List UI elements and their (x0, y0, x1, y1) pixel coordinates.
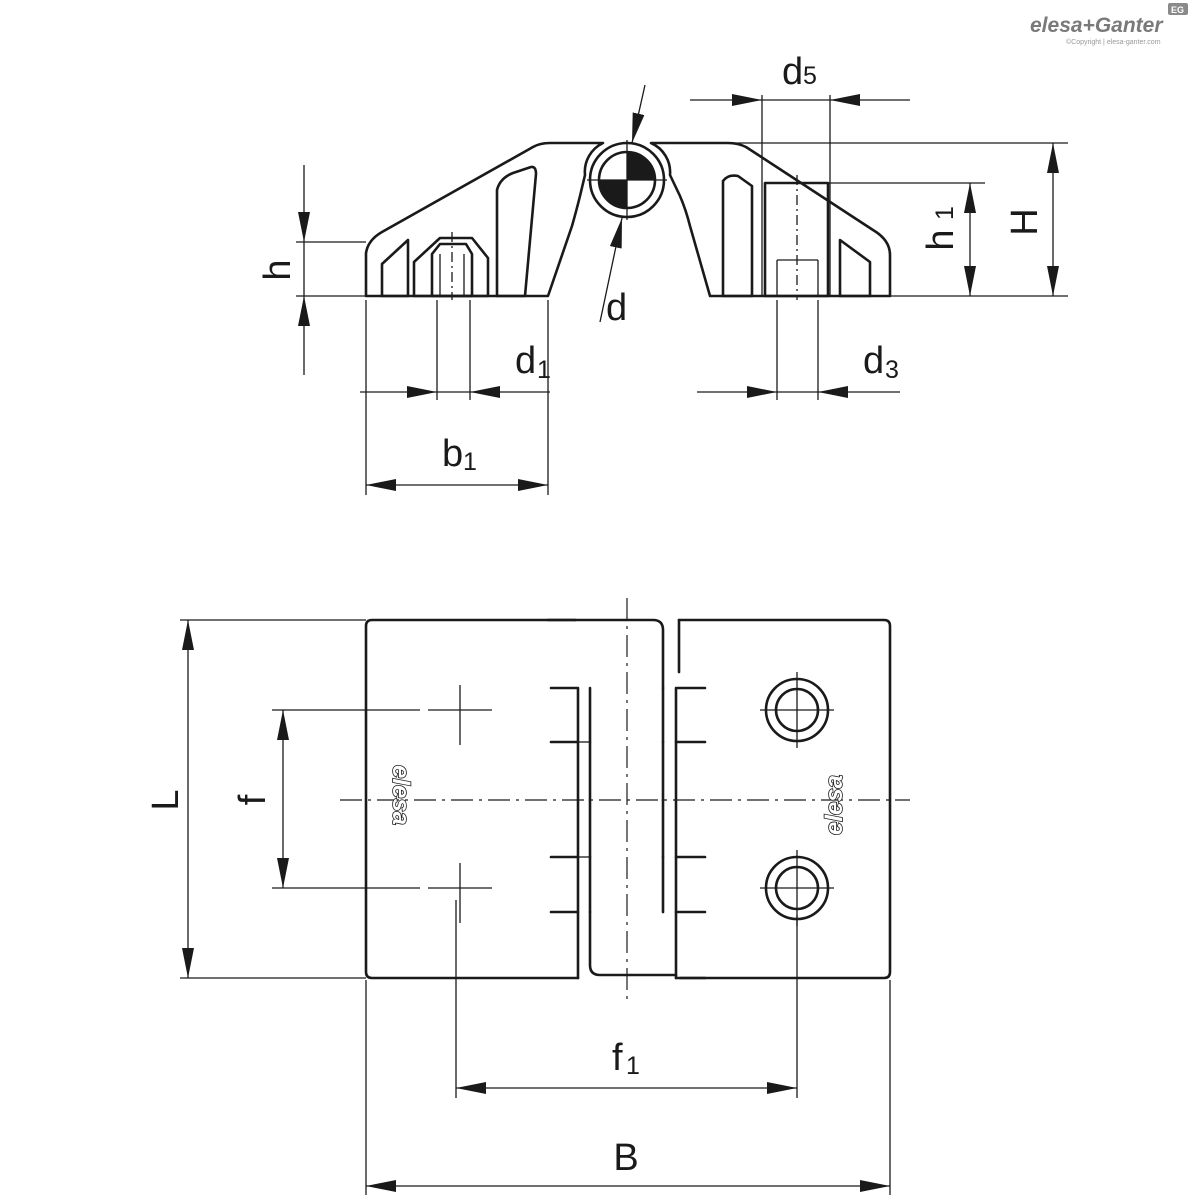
svg-text:L: L (145, 789, 187, 810)
right-leaf-section (649, 141, 892, 298)
svg-text:f: f (232, 794, 274, 805)
label-d: d (606, 287, 627, 329)
svg-text:b: b (442, 433, 463, 475)
knuckle-5 (588, 910, 678, 977)
left-leaf-plan (364, 618, 580, 980)
svg-text:h: h (920, 229, 962, 250)
knuckle-2 (588, 686, 665, 744)
label-b1: b 1 (442, 433, 477, 476)
label-f: f (232, 794, 274, 805)
left-leaf-section (364, 141, 605, 298)
label-h: h (257, 259, 299, 280)
knuckle-3 (588, 740, 665, 859)
svg-text:1: 1 (626, 1052, 640, 1080)
svg-text:elesa: elesa (387, 765, 414, 825)
left-cavity (380, 238, 410, 298)
knuckle-1 (573, 618, 665, 690)
left-insert-pocket (412, 236, 490, 298)
top-dimensions: d 5 H h 1 h d d 1 (257, 51, 1068, 495)
right-cavity (838, 238, 872, 298)
svg-text:f: f (612, 1037, 623, 1079)
svg-text:1: 1 (931, 206, 959, 220)
svg-text:©Copyright | elesa-ganter.com: ©Copyright | elesa-ganter.com (1066, 38, 1161, 46)
hole-lower (760, 850, 834, 926)
svg-text:EG: EG (1171, 5, 1184, 15)
label-f1: f 1 (612, 1037, 640, 1080)
label-d1: d 1 (515, 340, 551, 384)
badge-icon (1168, 3, 1188, 15)
left-leaf-marking: elesa (386, 764, 415, 826)
svg-text:B: B (613, 1137, 638, 1179)
label-H: H (1004, 208, 1046, 235)
svg-text:1: 1 (463, 448, 477, 476)
svg-text:elesa: elesa (821, 775, 848, 835)
svg-text:elesa+Ganter: elesa+Ganter (1030, 14, 1164, 37)
svg-text:3: 3 (885, 356, 899, 384)
plan-view: elesa elesa (340, 598, 910, 1005)
hole-upper (760, 672, 834, 748)
svg-text:H: H (1004, 208, 1046, 235)
svg-text:1: 1 (537, 356, 551, 384)
plan-dimensions: L f f 1 B (145, 619, 891, 1195)
svg-text:h: h (257, 259, 299, 280)
label-B: B (613, 1137, 638, 1179)
svg-text:d: d (782, 51, 803, 93)
right-rib (721, 174, 754, 298)
label-h1: h 1 (920, 206, 962, 250)
left-rib (495, 165, 538, 298)
svg-text:d: d (515, 340, 536, 382)
label-d3: d 3 (863, 340, 899, 384)
svg-text:5: 5 (803, 62, 817, 90)
label-d5: d 5 (782, 51, 817, 93)
svg-text:d: d (606, 287, 627, 329)
brand-logo: elesa+Ganter EG ©Copyright | elesa-gante… (1030, 3, 1188, 46)
threaded-insert (430, 242, 474, 298)
section-view (364, 140, 892, 300)
right-leaf-marking: elesa (820, 774, 849, 836)
label-L: L (145, 789, 187, 810)
knuckle-4 (588, 855, 665, 914)
right-leaf-plan (674, 618, 892, 980)
svg-text:d: d (863, 340, 884, 382)
